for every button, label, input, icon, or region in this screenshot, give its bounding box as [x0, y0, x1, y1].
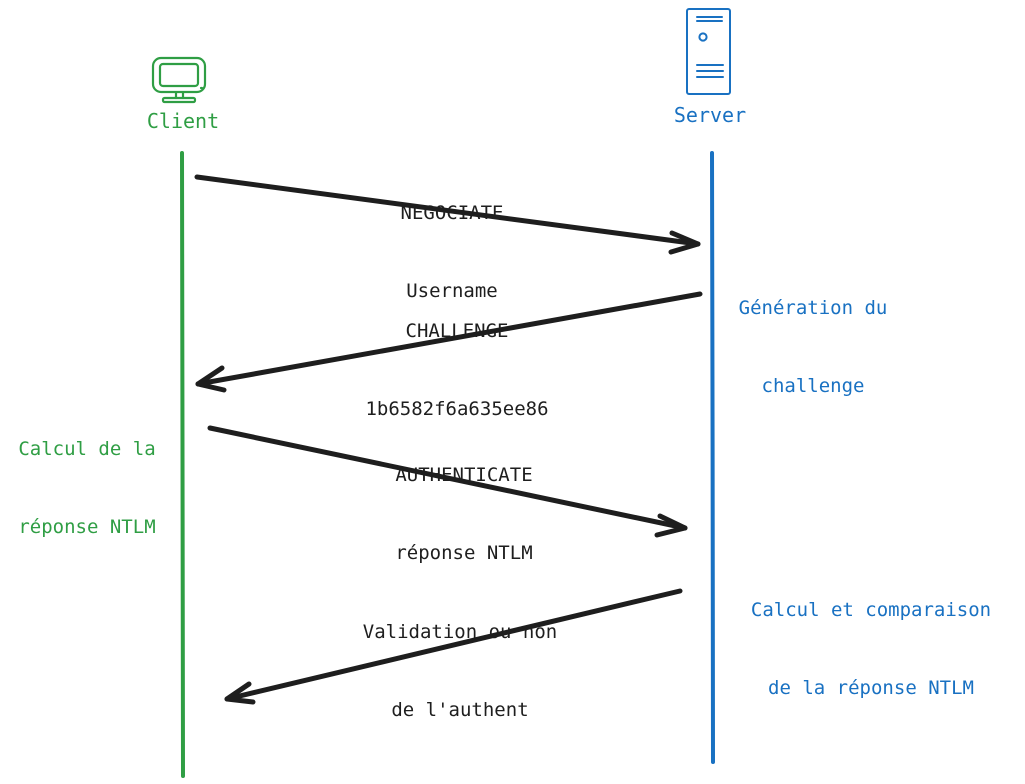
- server-lifeline: [710, 151, 715, 764]
- message-challenge-line1: CHALLENGE: [405, 320, 509, 342]
- monitor-icon: [151, 56, 207, 104]
- message-negociate-line1: NEGOCIATE: [400, 202, 504, 224]
- note-client-calc: Calcul de la réponse NTLM: [0, 384, 174, 566]
- message-challenge-line2: 1b6582f6a635ee86: [365, 398, 549, 420]
- arrow-validation: [224, 588, 683, 705]
- message-validation-label: Validation ou non de l'authent: [325, 567, 595, 749]
- client-lifeline: [180, 151, 185, 778]
- message-authenticate-line1: AUTHENTICATE: [395, 464, 533, 486]
- message-authenticate-line2: réponse NTLM: [395, 542, 533, 564]
- client-label: Client: [146, 109, 220, 133]
- arrow-challenge: [195, 291, 703, 393]
- message-validation-line1: Validation ou non: [362, 621, 558, 643]
- message-challenge-label: CHALLENGE 1b6582f6a635ee86: [332, 266, 582, 448]
- arrow-authenticate: [207, 425, 688, 538]
- note-server-gen-line2: challenge: [761, 375, 865, 397]
- message-authenticate-label: AUTHENTICATE réponse NTLM: [354, 410, 574, 592]
- message-validation-line2: de l'authent: [391, 699, 529, 721]
- note-server-gen: Génération du challenge: [718, 243, 908, 425]
- arrow-negociate: [194, 174, 701, 255]
- note-server-check-line2: de la réponse NTLM: [768, 677, 974, 699]
- server-tower-icon: [686, 8, 731, 95]
- note-client-calc-line2: réponse NTLM: [18, 516, 156, 538]
- message-negociate-line2: Username: [406, 280, 498, 302]
- server-label: Server: [673, 103, 747, 127]
- message-negociate-label: NEGOCIATE Username: [352, 148, 552, 330]
- note-server-gen-line1: Génération du: [738, 297, 888, 319]
- note-server-check: Calcul et comparaison de la réponse NTLM: [729, 545, 1013, 727]
- note-client-calc-line1: Calcul de la: [18, 438, 156, 460]
- note-server-check-line1: Calcul et comparaison: [750, 599, 992, 621]
